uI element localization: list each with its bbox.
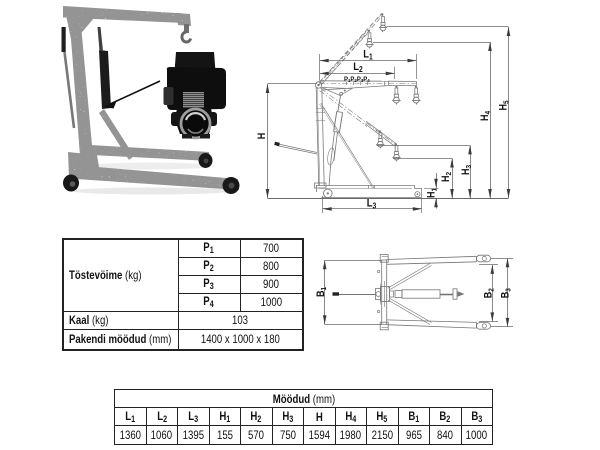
svg-text:H1: H1 xyxy=(426,188,439,198)
svg-text:L3: L3 xyxy=(367,198,376,211)
svg-text:B3: B3 xyxy=(500,288,513,298)
svg-text:H: H xyxy=(256,133,268,140)
svg-text:H5: H5 xyxy=(498,100,511,110)
svg-text:H3: H3 xyxy=(460,165,473,175)
svg-text:H4: H4 xyxy=(479,111,492,121)
svg-text:L2: L2 xyxy=(353,61,362,74)
svg-text:H2: H2 xyxy=(440,172,453,182)
svg-text:B2: B2 xyxy=(483,288,496,298)
svg-text:L1: L1 xyxy=(363,49,372,62)
svg-text:P1P2P3P4: P1P2P3P4 xyxy=(344,76,370,83)
svg-text:B1: B1 xyxy=(315,287,328,297)
